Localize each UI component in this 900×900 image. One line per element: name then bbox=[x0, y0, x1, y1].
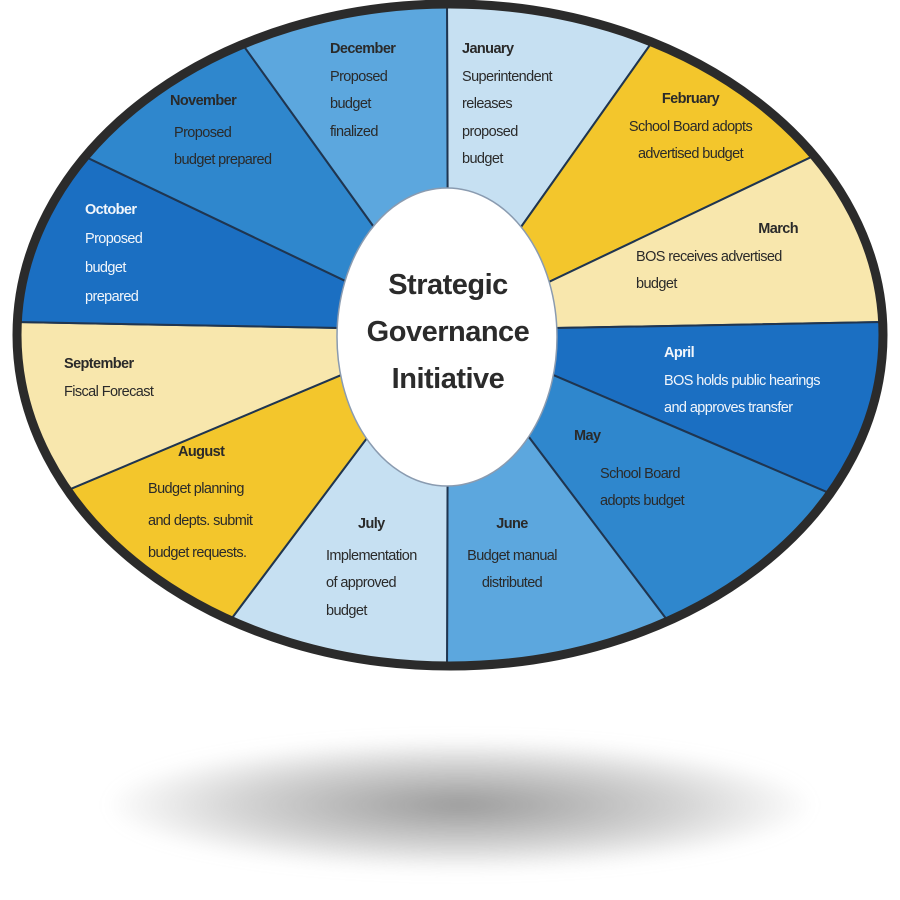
month-description: Proposed budget prepared bbox=[174, 124, 272, 169]
month-description: Implementation of approved budget bbox=[326, 547, 417, 619]
month-description: School Board adopts budget bbox=[600, 465, 685, 510]
month-name: April bbox=[664, 345, 695, 361]
center-title: Strategic Governance Initiative bbox=[340, 262, 556, 403]
outer-rim bbox=[12, 0, 888, 671]
month-label-december: December Proposed budget finalized bbox=[330, 36, 396, 146]
month-name: May bbox=[574, 428, 601, 444]
drop-shadow bbox=[110, 740, 810, 870]
month-description: Proposed budget prepared bbox=[85, 231, 143, 305]
month-label-november: November Proposed budget prepared bbox=[170, 88, 272, 175]
month-name: November bbox=[170, 93, 237, 109]
month-label-october: October Proposed budget prepared bbox=[85, 196, 143, 312]
center-hub bbox=[336, 187, 558, 487]
month-label-march: March BOS receives advertised budget bbox=[636, 216, 826, 299]
wedge-december bbox=[119, 4, 449, 331]
month-name: August bbox=[178, 444, 225, 460]
month-description: Superintendent releases proposed budget bbox=[462, 68, 553, 168]
center-title-line: Initiative bbox=[391, 363, 505, 395]
center-title-line: Strategic bbox=[388, 269, 508, 301]
month-name: July bbox=[358, 516, 385, 532]
month-name: February bbox=[661, 91, 720, 107]
month-name: October bbox=[85, 202, 137, 218]
month-label-july: July Implementation of approved budget bbox=[326, 511, 417, 625]
month-description: Budget manual distributed bbox=[467, 547, 557, 592]
month-description: Budget planning and depts. submit budget… bbox=[148, 480, 253, 561]
month-description: Fiscal Forecast bbox=[64, 383, 154, 400]
month-name: December bbox=[330, 41, 396, 57]
month-description: BOS holds public hearings and approves t… bbox=[664, 372, 820, 417]
month-description: Proposed budget finalized bbox=[330, 68, 388, 140]
month-wedges bbox=[17, 4, 883, 666]
month-label-january: January Superintendent releases proposed… bbox=[462, 36, 553, 174]
center-title-line: Governance bbox=[366, 316, 530, 348]
month-label-august: August Budget planning and depts. submit… bbox=[148, 439, 253, 569]
month-name: March bbox=[758, 221, 798, 237]
month-label-april: April BOS holds public hearings and appr… bbox=[664, 340, 820, 423]
month-label-may: May School Board adopts budget bbox=[574, 423, 685, 516]
month-description: School Board adopts advertised budget bbox=[628, 118, 753, 163]
month-name: June bbox=[496, 516, 528, 532]
month-label-september: September Fiscal Forecast bbox=[64, 351, 154, 406]
month-description: BOS receives advertised budget bbox=[636, 248, 782, 293]
month-name: January bbox=[462, 41, 514, 57]
month-label-june: June Budget manual distributed bbox=[456, 511, 568, 598]
month-label-february: February School Board adopts advertised … bbox=[608, 86, 773, 169]
month-name: September bbox=[64, 356, 134, 372]
